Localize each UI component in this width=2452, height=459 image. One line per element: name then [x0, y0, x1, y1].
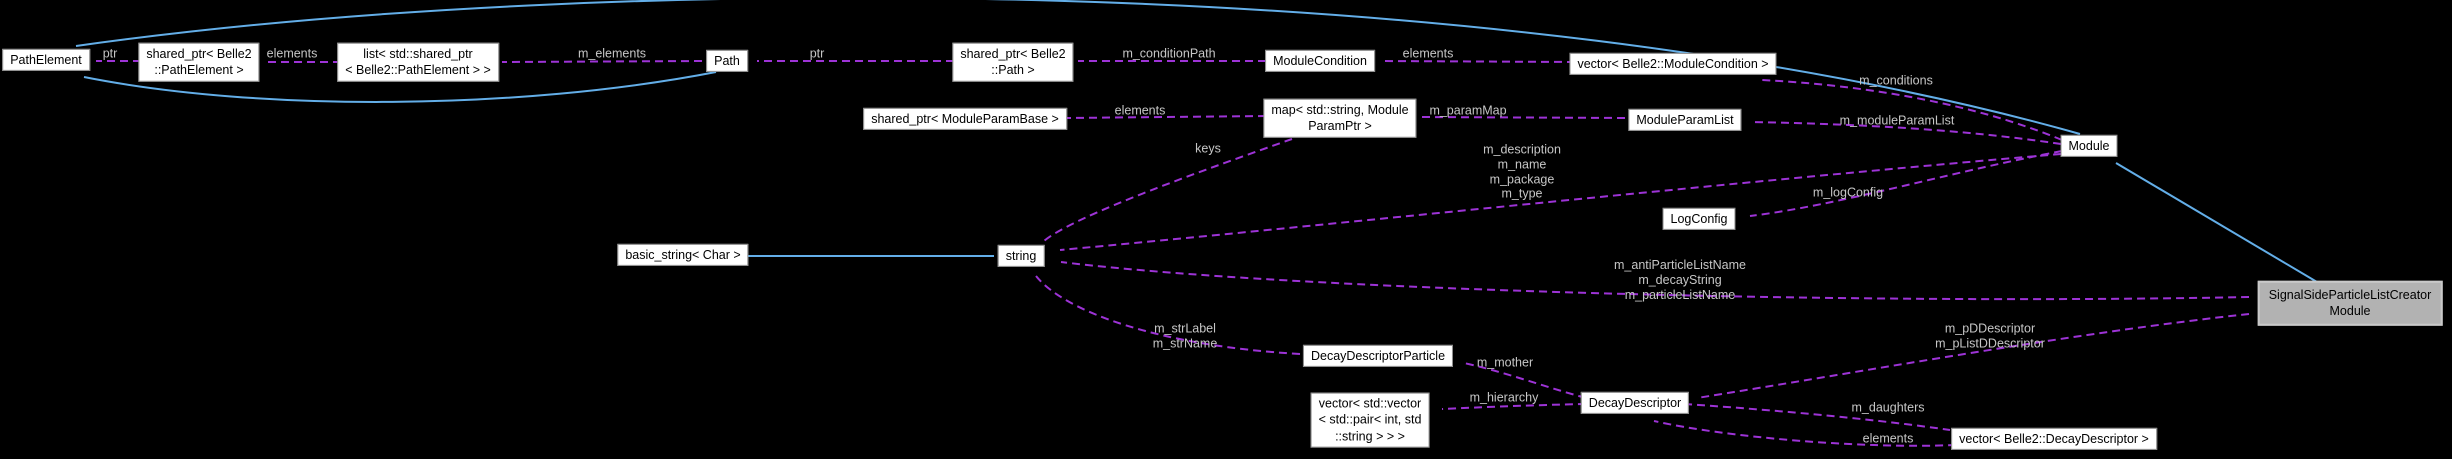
- inheritance-edges: [75, 0, 2318, 283]
- class-node-shared-ptr-path-element[interactable]: shared_ptr< Belle2 ::PathElement >: [138, 42, 260, 82]
- class-node-signal-side-particle-list-creator-module: SignalSideParticleListCreator Module: [2257, 280, 2443, 326]
- class-node-module-param-list[interactable]: ModuleParamList: [1628, 108, 1742, 132]
- inheritance-edge-ssplcmodule-module: [2115, 162, 2318, 283]
- edge-label-m_daughters: m_daughters: [1851, 400, 1925, 415]
- edge-label-particle-list-names: m_antiParticleListName m_decayString m_p…: [1614, 257, 1746, 302]
- usage-edges: [96, 60, 2250, 447]
- class-node-path[interactable]: Path: [706, 49, 748, 73]
- class-node-map-string-module-param-ptr[interactable]: map< std::string, Module ParamPtr >: [1263, 98, 1417, 138]
- usage-edge-m-parammap: [1419, 116, 1626, 119]
- usage-edge-m-logconfig: [1749, 150, 2063, 217]
- edge-label-elements: elements: [1862, 431, 1914, 446]
- class-node-shared-ptr-path[interactable]: shared_ptr< Belle2 ::Path >: [952, 42, 1074, 82]
- edge-label-elements: elements: [1402, 46, 1454, 61]
- inheritance-edge-module-pathelement: [75, 0, 2081, 135]
- class-node-module[interactable]: Module: [2060, 134, 2118, 158]
- class-node-decay-descriptor-particle[interactable]: DecayDescriptorParticle: [1302, 344, 1454, 368]
- edge-label-m_paramMap: m_paramMap: [1429, 103, 1507, 118]
- class-node-list-shared-ptr-path-element[interactable]: list< std::shared_ptr < Belle2::PathElem…: [337, 42, 499, 82]
- class-node-shared-ptr-module-param-base[interactable]: shared_ptr< ModuleParamBase >: [863, 107, 1067, 131]
- edge-label-ptr: ptr: [102, 46, 118, 61]
- usage-edge-elements-2: [1379, 60, 1576, 63]
- edge-label-elements: elements: [266, 46, 318, 61]
- edge-label-m_elements: m_elements: [577, 46, 647, 61]
- edge-label-str-members: m_strLabel m_strName: [1152, 321, 1218, 350]
- class-node-basic-string-char[interactable]: basic_string< Char >: [617, 243, 749, 267]
- class-node-log-config[interactable]: LogConfig: [1662, 207, 1736, 231]
- usage-edge-m-mother: [1463, 362, 1587, 399]
- edge-label-module-string-members: m_description m_name m_package m_type: [1483, 142, 1561, 201]
- usage-edge-m-hierarchy: [1441, 403, 1587, 410]
- usage-edge-elements-3: [1065, 115, 1267, 119]
- class-node-vector-module-condition[interactable]: vector< Belle2::ModuleCondition >: [1569, 52, 1777, 76]
- usage-edge-module-string: [1059, 153, 2062, 251]
- usage-edge-m-elements: [501, 60, 703, 63]
- usage-edge-m-moduleparamlist: [1750, 121, 2062, 145]
- usage-edge-particlelist-names: [1060, 261, 2250, 301]
- edge-label-descriptor-members: m_pDDescriptor m_pListDDescriptor: [1935, 321, 2045, 350]
- class-node-vector-decay-descriptor[interactable]: vector< Belle2::DecayDescriptor >: [1951, 427, 2157, 451]
- edge-label-m_moduleParamList: m_moduleParamList: [1839, 113, 1955, 128]
- edge-label-keys: keys: [1195, 141, 1221, 156]
- edge-label-elements: elements: [1114, 103, 1166, 118]
- edge-label-m_conditions: m_conditions: [1859, 73, 1933, 88]
- edge-label-m_mother: m_mother: [1476, 355, 1534, 370]
- usage-edge-strlabel-strname: [1035, 275, 1301, 355]
- usage-edge-pddescriptor: [1696, 313, 2250, 399]
- inheritance-edge-path-pathelement: [83, 71, 717, 103]
- class-node-module-condition[interactable]: ModuleCondition: [1265, 49, 1375, 73]
- class-node-string[interactable]: string: [997, 244, 1045, 268]
- edge-label-m_conditionPath: m_conditionPath: [1122, 46, 1216, 61]
- edge-label-m_logConfig: m_logConfig: [1812, 185, 1884, 200]
- usage-edge-elements-4: [1653, 420, 1957, 447]
- usage-edge-m-conditions: [1761, 79, 2063, 141]
- class-node-path-element[interactable]: PathElement: [2, 48, 90, 72]
- class-node-decay-descriptor[interactable]: DecayDescriptor: [1580, 391, 1690, 415]
- class-node-vector-vector-pair-int-string[interactable]: vector< std::vector < std::pair< int, st…: [1310, 392, 1430, 448]
- usage-edge-m-daughters: [1683, 403, 1951, 431]
- edge-label-ptr: ptr: [809, 46, 825, 61]
- edge-label-m_hierarchy: m_hierarchy: [1469, 390, 1539, 405]
- usage-edge-keys: [1043, 138, 1293, 242]
